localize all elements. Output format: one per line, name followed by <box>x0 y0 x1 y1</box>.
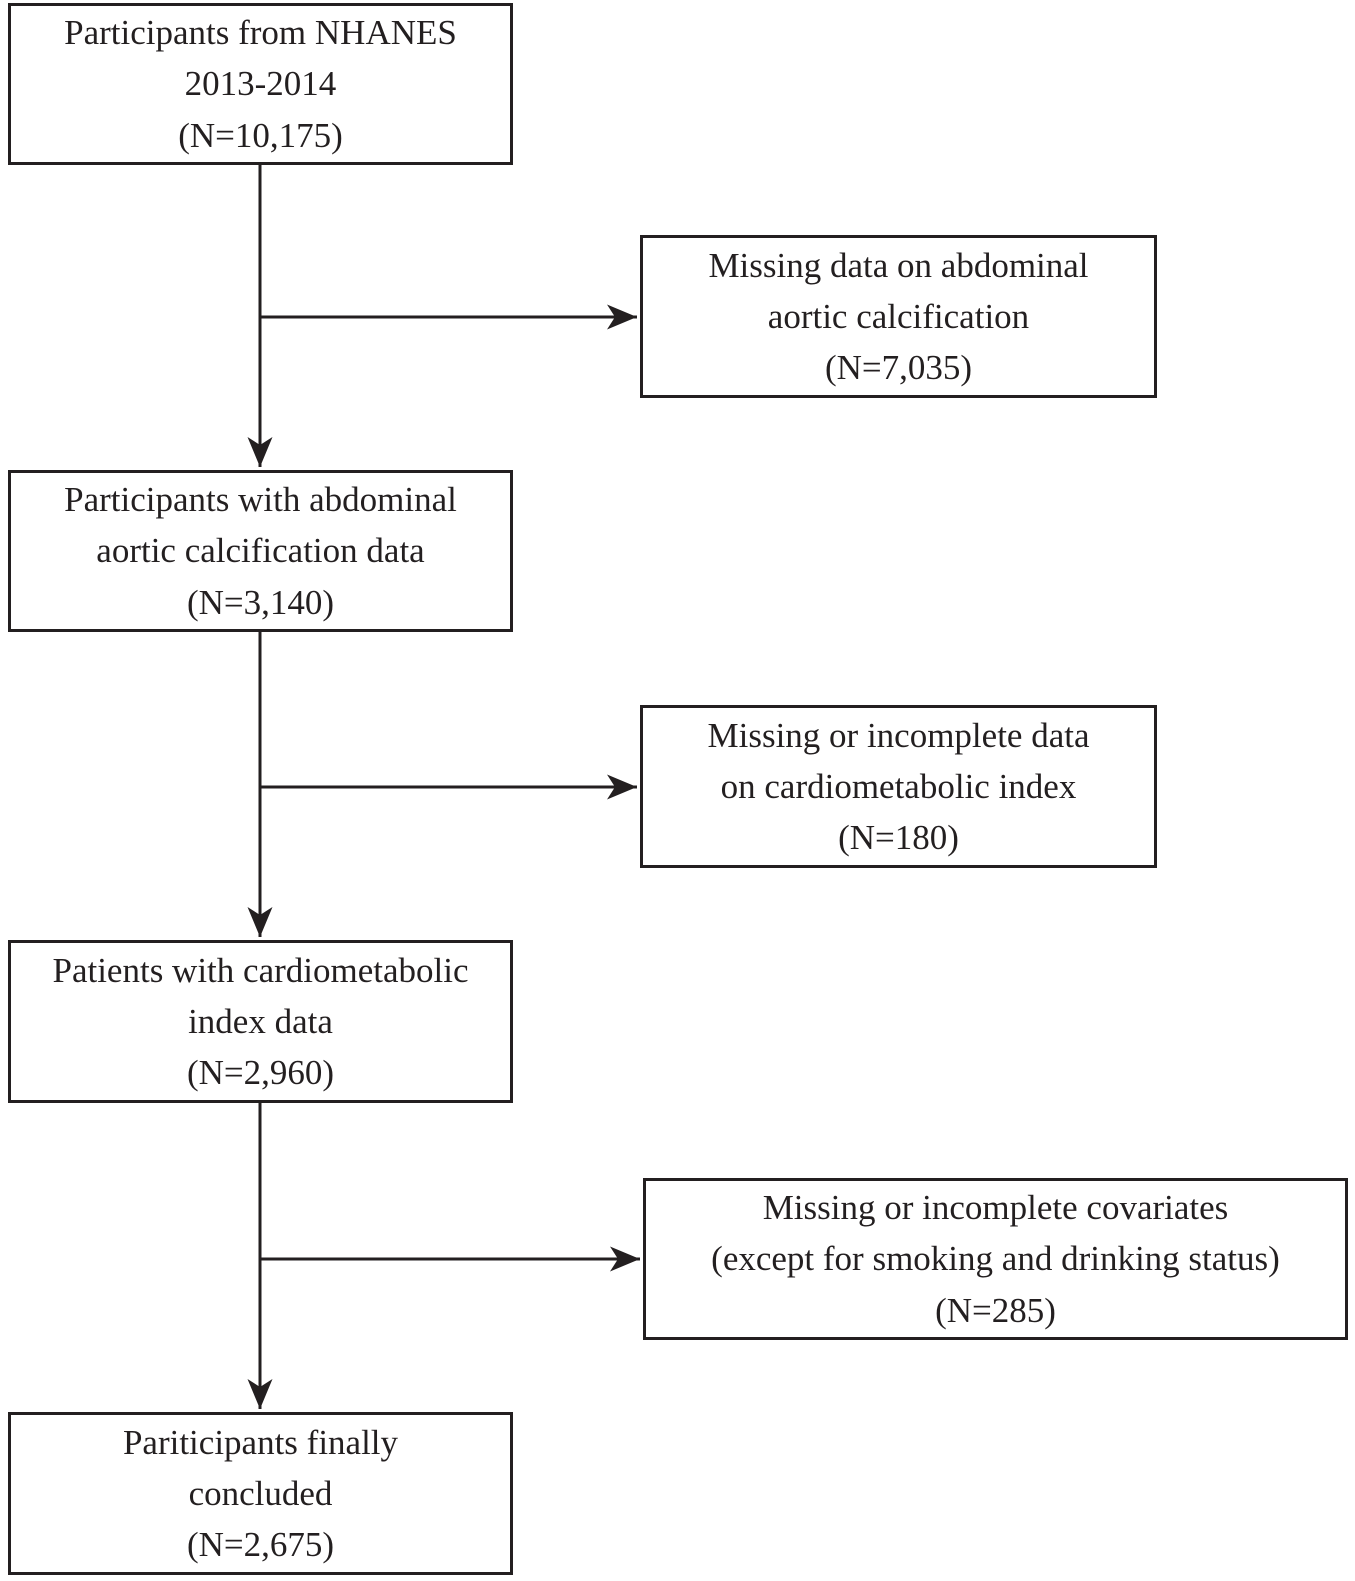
node-text: Missing or incomplete covariates (except… <box>711 1188 1280 1330</box>
flow-node-excluded-missing-covariates: Missing or incomplete covariates (except… <box>643 1178 1348 1340</box>
flow-node-participants-finally-concluded: Pariticipants finally concluded (N=2,675… <box>8 1412 513 1575</box>
node-text: Missing or incomplete data on cardiometa… <box>707 715 1090 858</box>
node-text: Missing data on abdominal aortic calcifi… <box>708 245 1089 388</box>
node-text: Pariticipants finally concluded (N=2,675… <box>122 1422 399 1565</box>
node-text: Patients with cardiometabolic index data… <box>52 950 469 1093</box>
node-text: Participants from NHANES 2013-2014 (N=10… <box>64 13 457 155</box>
flow-node-excluded-missing-cmi: Missing or incomplete data on cardiometa… <box>640 705 1157 868</box>
flow-node-participants-with-aac-data: Participants with abdominal aortic calci… <box>8 470 513 632</box>
node-text: Participants with abdominal aortic calci… <box>64 480 457 622</box>
flow-node-patients-with-cmi-data: Patients with cardiometabolic index data… <box>8 940 513 1103</box>
flow-node-participants-nhanes: Participants from NHANES 2013-2014 (N=10… <box>8 3 513 165</box>
flow-node-excluded-missing-aac: Missing data on abdominal aortic calcifi… <box>640 235 1157 398</box>
